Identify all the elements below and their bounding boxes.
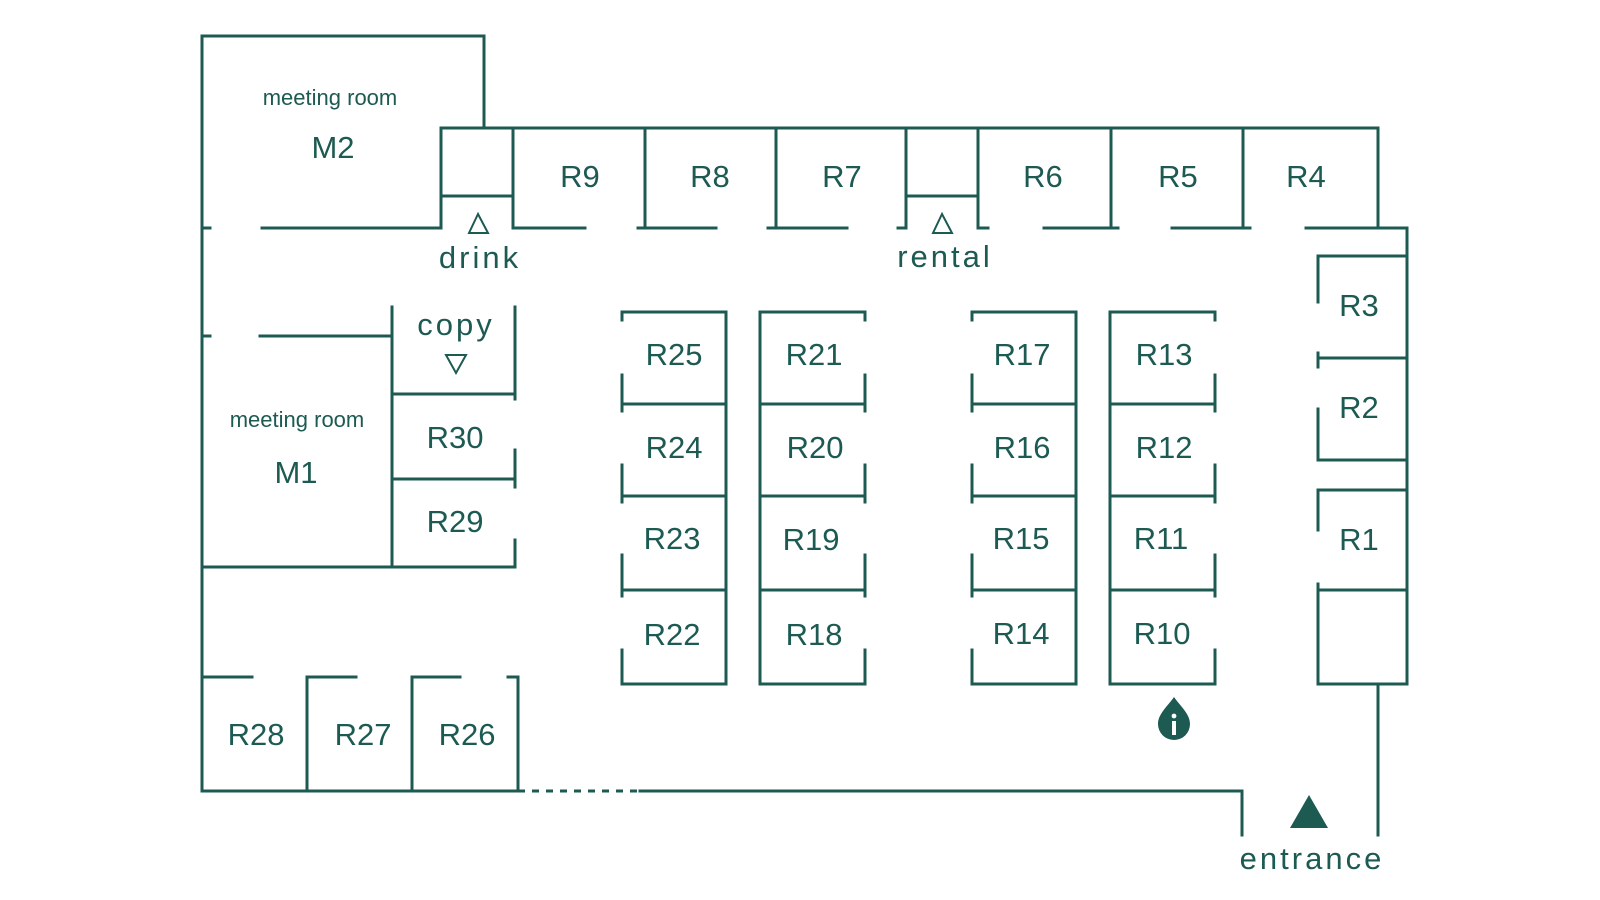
walls (200, 34, 1409, 837)
room-r5[interactable]: R5 (1158, 159, 1198, 194)
rental-marker-icon (931, 211, 954, 234)
info-pin-icon[interactable] (1158, 697, 1190, 740)
room-r24[interactable]: R24 (646, 430, 703, 465)
room-r1[interactable]: R1 (1339, 522, 1379, 557)
room-r7[interactable]: R7 (822, 159, 862, 194)
copy-marker-icon (444, 354, 468, 376)
room-r18[interactable]: R18 (786, 617, 843, 652)
copy-label[interactable]: copy (417, 307, 494, 342)
booth-column-r10-r13 (1108, 310, 1217, 686)
room-r10[interactable]: R10 (1134, 616, 1191, 651)
room-r23[interactable]: R23 (644, 521, 701, 556)
room-r19[interactable]: R19 (783, 522, 840, 557)
room-r2[interactable]: R2 (1339, 390, 1379, 425)
drink-label[interactable]: drink (439, 240, 521, 275)
room-r29[interactable]: R29 (427, 504, 484, 539)
entrance-label[interactable]: entrance (1240, 841, 1385, 876)
room-r14[interactable]: R14 (993, 616, 1050, 651)
entrance-marker-icon (1290, 795, 1328, 828)
room-r3[interactable]: R3 (1339, 288, 1379, 323)
room-r21[interactable]: R21 (786, 337, 843, 372)
room-r4[interactable]: R4 (1286, 159, 1326, 194)
room-r13[interactable]: R13 (1136, 337, 1193, 372)
room-r30[interactable]: R30 (427, 420, 484, 455)
booth-column-r22-r25 (620, 310, 728, 686)
room-r9[interactable]: R9 (560, 159, 600, 194)
meeting-room-m1[interactable]: M1 (274, 455, 317, 490)
rental-label[interactable]: rental (897, 239, 993, 274)
room-r11[interactable]: R11 (1134, 521, 1189, 556)
meeting-room-m1-caption: meeting room (230, 407, 365, 432)
room-r12[interactable]: R12 (1136, 430, 1193, 465)
room-r27[interactable]: R27 (335, 717, 392, 752)
meeting-room-m2[interactable]: M2 (311, 130, 354, 165)
booth-column-r18-r21 (758, 310, 867, 686)
room-r6[interactable]: R6 (1023, 159, 1063, 194)
room-r28[interactable]: R28 (228, 717, 285, 752)
room-r26[interactable]: R26 (439, 717, 496, 752)
room-r16[interactable]: R16 (994, 430, 1051, 465)
room-r8[interactable]: R8 (690, 159, 730, 194)
room-r25[interactable]: R25 (646, 337, 703, 372)
room-r20[interactable]: R20 (787, 430, 844, 465)
room-r17[interactable]: R17 (994, 337, 1051, 372)
drink-marker-icon (467, 211, 490, 234)
booth-column-r14-r17 (970, 310, 1078, 686)
room-r22[interactable]: R22 (644, 617, 701, 652)
room-r15[interactable]: R15 (993, 521, 1050, 556)
meeting-room-m2-caption: meeting room (263, 85, 398, 110)
